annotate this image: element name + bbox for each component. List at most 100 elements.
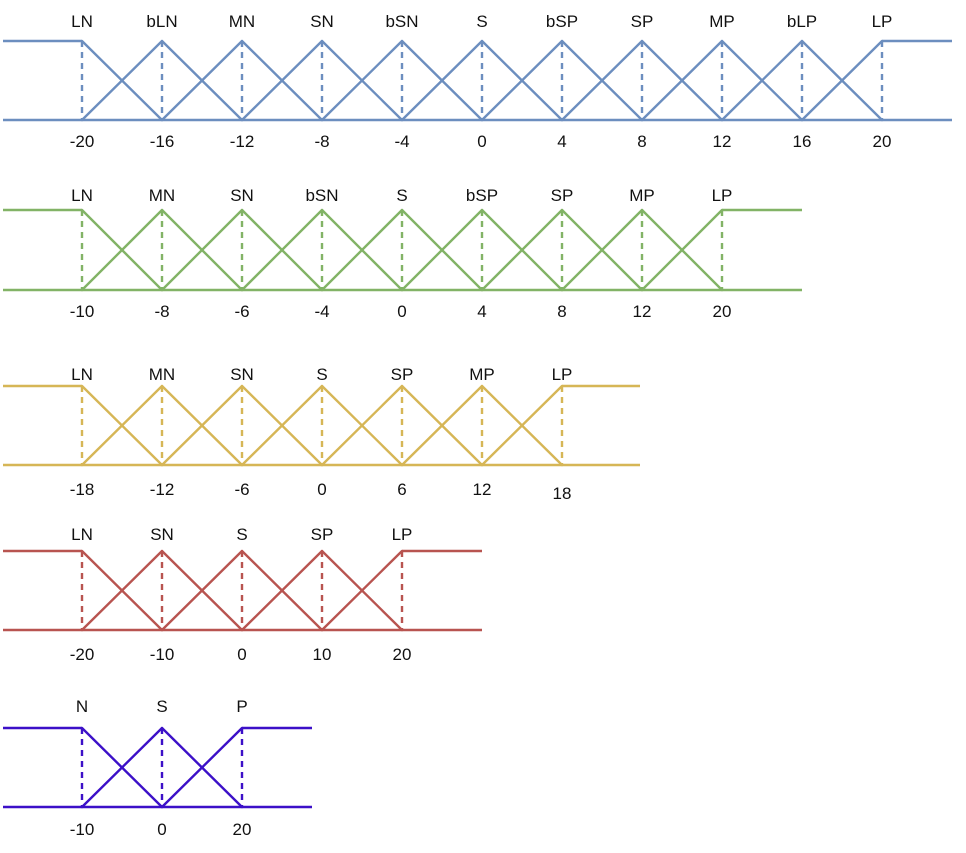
term-label: bSP — [466, 186, 498, 205]
tick-label: -8 — [154, 302, 169, 321]
term-label: bLP — [787, 12, 817, 31]
tick-label: 10 — [313, 645, 332, 664]
tick-label: -4 — [314, 302, 329, 321]
tick-label: -10 — [150, 645, 175, 664]
membership-edge-rising — [640, 208, 724, 292]
membership-edge-rising — [400, 384, 484, 467]
membership-edge-rising — [160, 208, 244, 292]
term-label: SP — [551, 186, 574, 205]
term-label: MP — [469, 365, 495, 384]
tick-label: -12 — [150, 480, 175, 499]
term-label: S — [156, 697, 167, 716]
term-label: LN — [71, 365, 93, 384]
tick-label: -10 — [70, 820, 95, 839]
membership-edge-rising — [160, 39, 244, 122]
term-label: bSN — [305, 186, 338, 205]
term-label: S — [396, 186, 407, 205]
term-label: MN — [149, 186, 175, 205]
tick-label: 20 — [873, 132, 892, 151]
tick-label: 0 — [317, 480, 326, 499]
tick-label: 8 — [557, 302, 566, 321]
term-label: LN — [71, 12, 93, 31]
membership-edge-rising — [80, 726, 164, 809]
membership-edge-rising — [80, 549, 164, 632]
tick-label: 16 — [793, 132, 812, 151]
term-label: LN — [71, 525, 93, 544]
tick-label: -4 — [394, 132, 409, 151]
membership-edge-rising — [320, 549, 404, 632]
tick-label: 20 — [233, 820, 252, 839]
tick-label: 12 — [633, 302, 652, 321]
term-label: SP — [311, 525, 334, 544]
tick-label: -20 — [70, 132, 95, 151]
membership-edge-rising — [160, 726, 244, 809]
tick-label: 0 — [237, 645, 246, 664]
tick-label: 20 — [393, 645, 412, 664]
term-label: LN — [71, 186, 93, 205]
term-label: MP — [709, 12, 735, 31]
term-label: MN — [149, 365, 175, 384]
membership-edge-rising — [160, 384, 244, 467]
term-label: bSP — [546, 12, 578, 31]
term-label: N — [76, 697, 88, 716]
tick-label: 4 — [477, 302, 486, 321]
membership-edge-rising — [160, 549, 244, 632]
membership-edge-rising — [80, 208, 164, 292]
tick-label: 0 — [157, 820, 166, 839]
term-label: SP — [391, 365, 414, 384]
membership-edge-rising — [400, 208, 484, 292]
term-label: LP — [392, 525, 413, 544]
membership-edge-rising — [240, 208, 324, 292]
membership-edge-rising — [400, 39, 484, 122]
tick-label: -8 — [314, 132, 329, 151]
term-label: LP — [552, 365, 573, 384]
term-label: LP — [872, 12, 893, 31]
membership-edge-rising — [560, 208, 644, 292]
term-label: P — [236, 697, 247, 716]
membership-set-4: LN SN S SP LP -20 -10 0 10 20 — [3, 525, 482, 664]
term-label: SN — [230, 186, 254, 205]
membership-edge-rising — [560, 39, 644, 122]
tick-label: 0 — [477, 132, 486, 151]
tick-label: 18 — [553, 484, 572, 503]
tick-label: -10 — [70, 302, 95, 321]
membership-edge-rising — [80, 39, 164, 122]
term-label: SN — [150, 525, 174, 544]
membership-edge-rising — [240, 39, 324, 122]
tick-label: -12 — [230, 132, 255, 151]
term-label: S — [316, 365, 327, 384]
membership-edge-rising — [640, 39, 724, 122]
membership-edge-rising — [240, 384, 324, 467]
tick-label: -6 — [234, 480, 249, 499]
membership-edge-rising — [80, 384, 164, 467]
term-label: SN — [230, 365, 254, 384]
term-label: S — [236, 525, 247, 544]
tick-label: -16 — [150, 132, 175, 151]
term-label: SN — [310, 12, 334, 31]
term-label: bSN — [385, 12, 418, 31]
tick-label: 8 — [637, 132, 646, 151]
membership-edge-rising — [720, 39, 804, 122]
tick-label: 12 — [473, 480, 492, 499]
term-label: MP — [629, 186, 655, 205]
membership-set-3: LN MN SN S SP MP LP -18 -12 -6 0 6 12 18 — [3, 365, 640, 503]
term-label: bLN — [146, 12, 177, 31]
membership-set-5: N S P -10 0 20 — [3, 697, 312, 839]
membership-edge-rising — [800, 39, 884, 122]
tick-label: 0 — [397, 302, 406, 321]
tick-label: -18 — [70, 480, 95, 499]
term-label: MN — [229, 12, 255, 31]
membership-edge-rising — [320, 208, 404, 292]
tick-label: 20 — [713, 302, 732, 321]
membership-edge-rising — [320, 39, 404, 122]
tick-label: -6 — [234, 302, 249, 321]
tick-label: 6 — [397, 480, 406, 499]
tick-label: -20 — [70, 645, 95, 664]
membership-edge-rising — [480, 39, 564, 122]
tick-label: 4 — [557, 132, 566, 151]
term-label: LP — [712, 186, 733, 205]
